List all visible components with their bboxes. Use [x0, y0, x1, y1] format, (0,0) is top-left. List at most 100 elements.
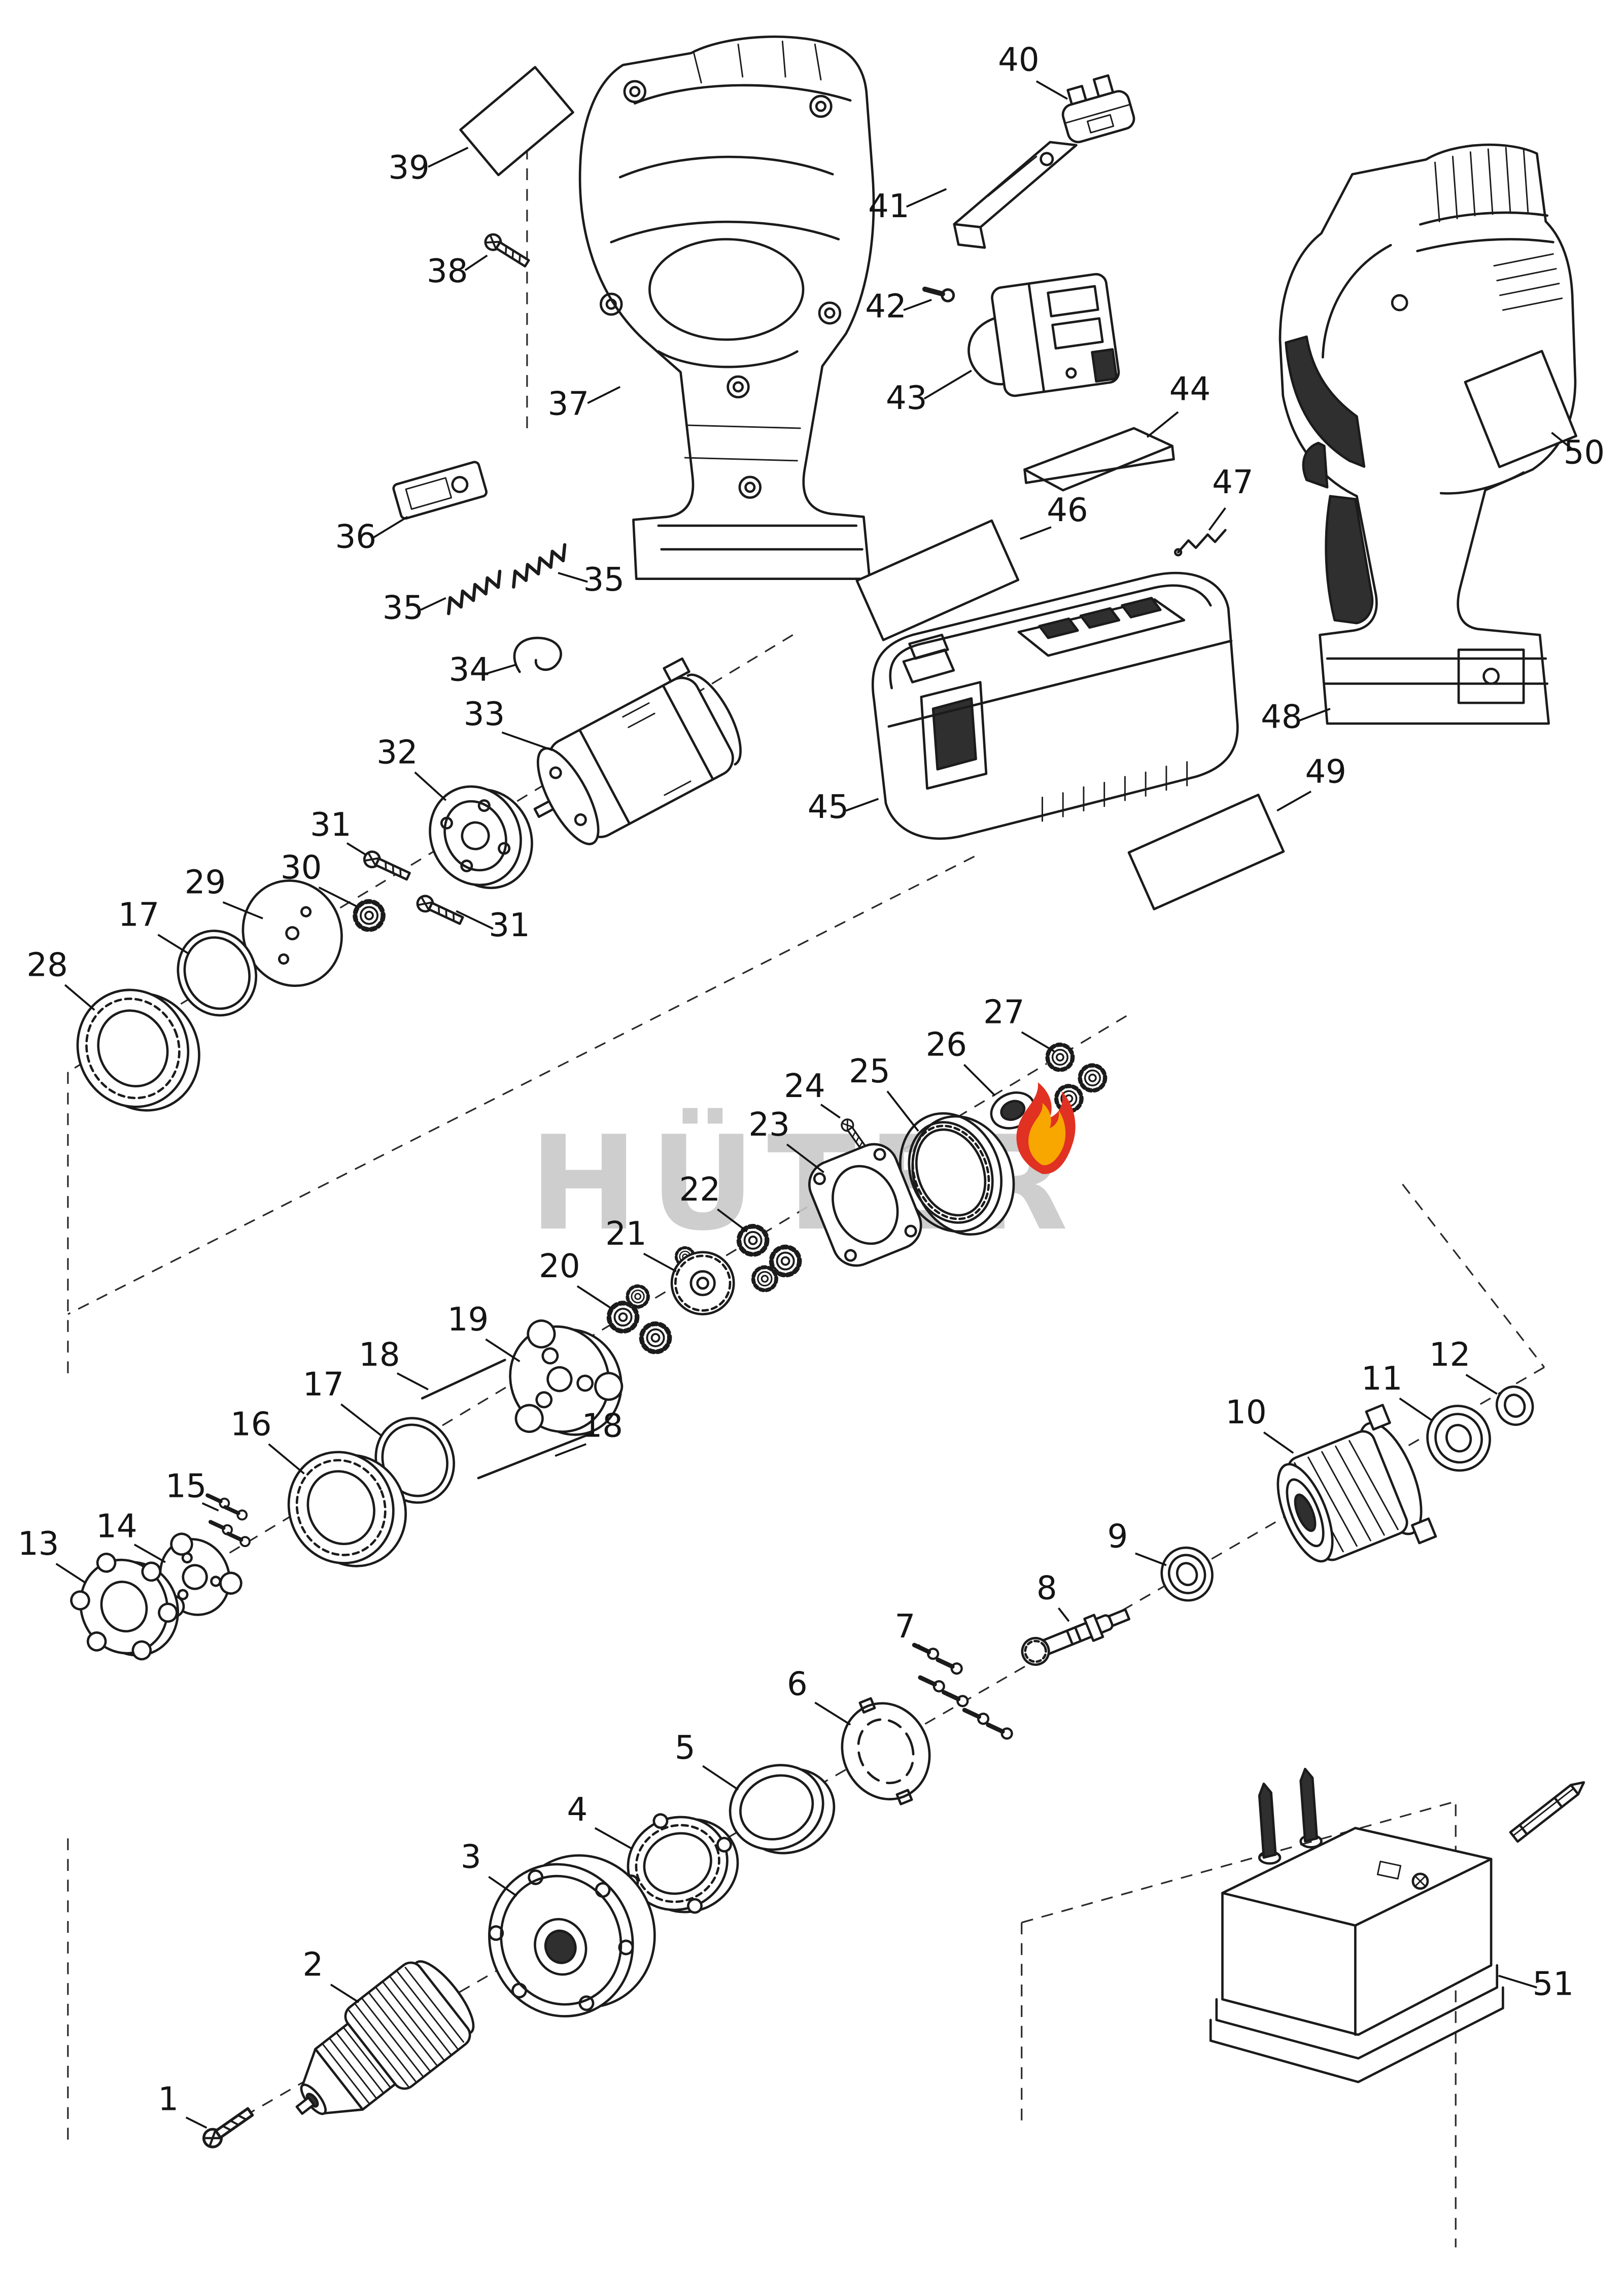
- callout-leader-40: [1035, 80, 1068, 100]
- terminal-plate-41: [953, 141, 1078, 249]
- callout-label-17: 17: [303, 1366, 344, 1404]
- callout-label-13: 13: [18, 1525, 59, 1563]
- callout-leader-39: [428, 147, 469, 168]
- callout-label-32: 32: [376, 734, 418, 771]
- callout-label-8: 8: [1036, 1570, 1057, 1608]
- drill-assembled-48: [1279, 143, 1577, 725]
- callout-label-10: 10: [1225, 1394, 1266, 1431]
- callout-label-19: 19: [447, 1301, 489, 1339]
- callout-leader-35: [558, 572, 588, 583]
- callout-label-49: 49: [1305, 753, 1346, 791]
- callout-leader-10: [1263, 1431, 1294, 1454]
- callout-label-16: 16: [230, 1406, 271, 1444]
- callout-leader-18: [396, 1372, 429, 1390]
- shaft-pin-18-lower: [477, 1432, 592, 1480]
- callout-leader-49: [1276, 791, 1312, 812]
- flame-logo: [1016, 1082, 1076, 1174]
- bracket-36: [392, 461, 488, 520]
- spring-35-left: [442, 571, 506, 613]
- cover-plate-44: [1023, 427, 1175, 492]
- callout-label-6: 6: [787, 1666, 808, 1703]
- callout-label-25: 25: [849, 1053, 890, 1090]
- spring-35-right: [507, 545, 571, 587]
- callout-label-46: 46: [1047, 492, 1088, 529]
- callout-label-4: 4: [567, 1791, 588, 1829]
- callout-leader-43: [923, 369, 972, 400]
- callout-label-29: 29: [185, 864, 226, 902]
- callout-label-11: 11: [1361, 1360, 1402, 1397]
- ring-gear-25: [899, 1112, 1015, 1236]
- callout-leader-2: [330, 1984, 360, 2003]
- callout-label-7: 7: [894, 1608, 915, 1646]
- callout-label-12: 12: [1429, 1337, 1470, 1374]
- callout-leader-17: [340, 1403, 382, 1437]
- spacer-disc-29: [241, 879, 343, 987]
- lobed-ring-13: [70, 1552, 179, 1661]
- callout-label-36: 36: [335, 519, 376, 556]
- callout-label-21: 21: [605, 1215, 646, 1253]
- ring-5: [729, 1764, 836, 1855]
- callout-leader-24: [820, 1104, 841, 1119]
- callout-leader-34: [487, 663, 517, 674]
- contact-block-40: [1061, 74, 1135, 144]
- shaft-pin-18-upper: [421, 1358, 506, 1400]
- callout-label-38: 38: [427, 253, 468, 290]
- callout-label-24: 24: [784, 1068, 825, 1105]
- callout-label-30: 30: [281, 849, 322, 886]
- bearing-11: [1426, 1405, 1491, 1472]
- callout-leader-4: [594, 1827, 633, 1850]
- callout-label-37: 37: [548, 386, 589, 423]
- callout-leader-27: [1021, 1031, 1055, 1052]
- planet-gears-27: [1046, 1043, 1107, 1113]
- charger-51: [1209, 1767, 1504, 2083]
- callout-leader-23: [786, 1143, 824, 1174]
- callout-label-47: 47: [1212, 464, 1253, 501]
- planet-gears-20: [607, 1285, 672, 1354]
- callout-leader-51: [1498, 1974, 1537, 1989]
- callout-leader-32: [414, 771, 447, 801]
- callout-leader-9: [1135, 1552, 1167, 1566]
- callout-label-26: 26: [926, 1027, 967, 1064]
- sun-gear-21: [670, 1246, 735, 1316]
- callout-leader-13: [55, 1563, 86, 1584]
- callout-leader-3: [488, 1876, 517, 1897]
- label-sticker-49: [1127, 794, 1285, 911]
- callout-leader-21: [643, 1252, 677, 1273]
- washer-12: [1495, 1385, 1534, 1426]
- callout-leader-30: [318, 886, 358, 908]
- callout-label-22: 22: [679, 1171, 720, 1209]
- callout-label-34: 34: [449, 652, 490, 689]
- callout-label-9: 9: [1108, 1518, 1128, 1556]
- callout-leader-42: [903, 298, 932, 311]
- ring-gear-16: [287, 1451, 407, 1567]
- label-sticker-39: [459, 65, 574, 177]
- callout-leader-17: [157, 934, 190, 955]
- trigger-switch-43: [968, 273, 1120, 397]
- callout-leader-37: [587, 386, 621, 404]
- callout-leader-18: [555, 1443, 586, 1457]
- retainer-plate-6: [841, 1697, 931, 1805]
- callout-label-51: 51: [1533, 1965, 1574, 2003]
- plug-pins: [1258, 1767, 1323, 1865]
- callout-leader-33: [501, 731, 552, 751]
- callout-label-31: 31: [489, 907, 530, 944]
- callout-leader-14: [133, 1544, 166, 1563]
- callout-leader-48: [1299, 708, 1331, 722]
- callout-leader-50: [1551, 432, 1575, 452]
- bearing-9: [1160, 1546, 1214, 1602]
- callout-label-3: 3: [461, 1838, 481, 1876]
- callout-label-2: 2: [303, 1946, 324, 1984]
- bracket-plate-23: [808, 1143, 922, 1267]
- callout-leader-31: [346, 842, 367, 856]
- callout-leader-44: [1146, 411, 1179, 438]
- callout-label-23: 23: [748, 1106, 789, 1144]
- callout-leader-46: [1020, 526, 1052, 540]
- callout-label-48: 48: [1261, 699, 1302, 736]
- callout-leader-1: [185, 2116, 208, 2129]
- callout-label-31: 31: [310, 806, 351, 844]
- callout-leader-22: [717, 1208, 748, 1233]
- callout-label-1: 1: [158, 2080, 179, 2118]
- label-sticker-50: [1464, 350, 1577, 468]
- callout-leader-45: [845, 798, 879, 812]
